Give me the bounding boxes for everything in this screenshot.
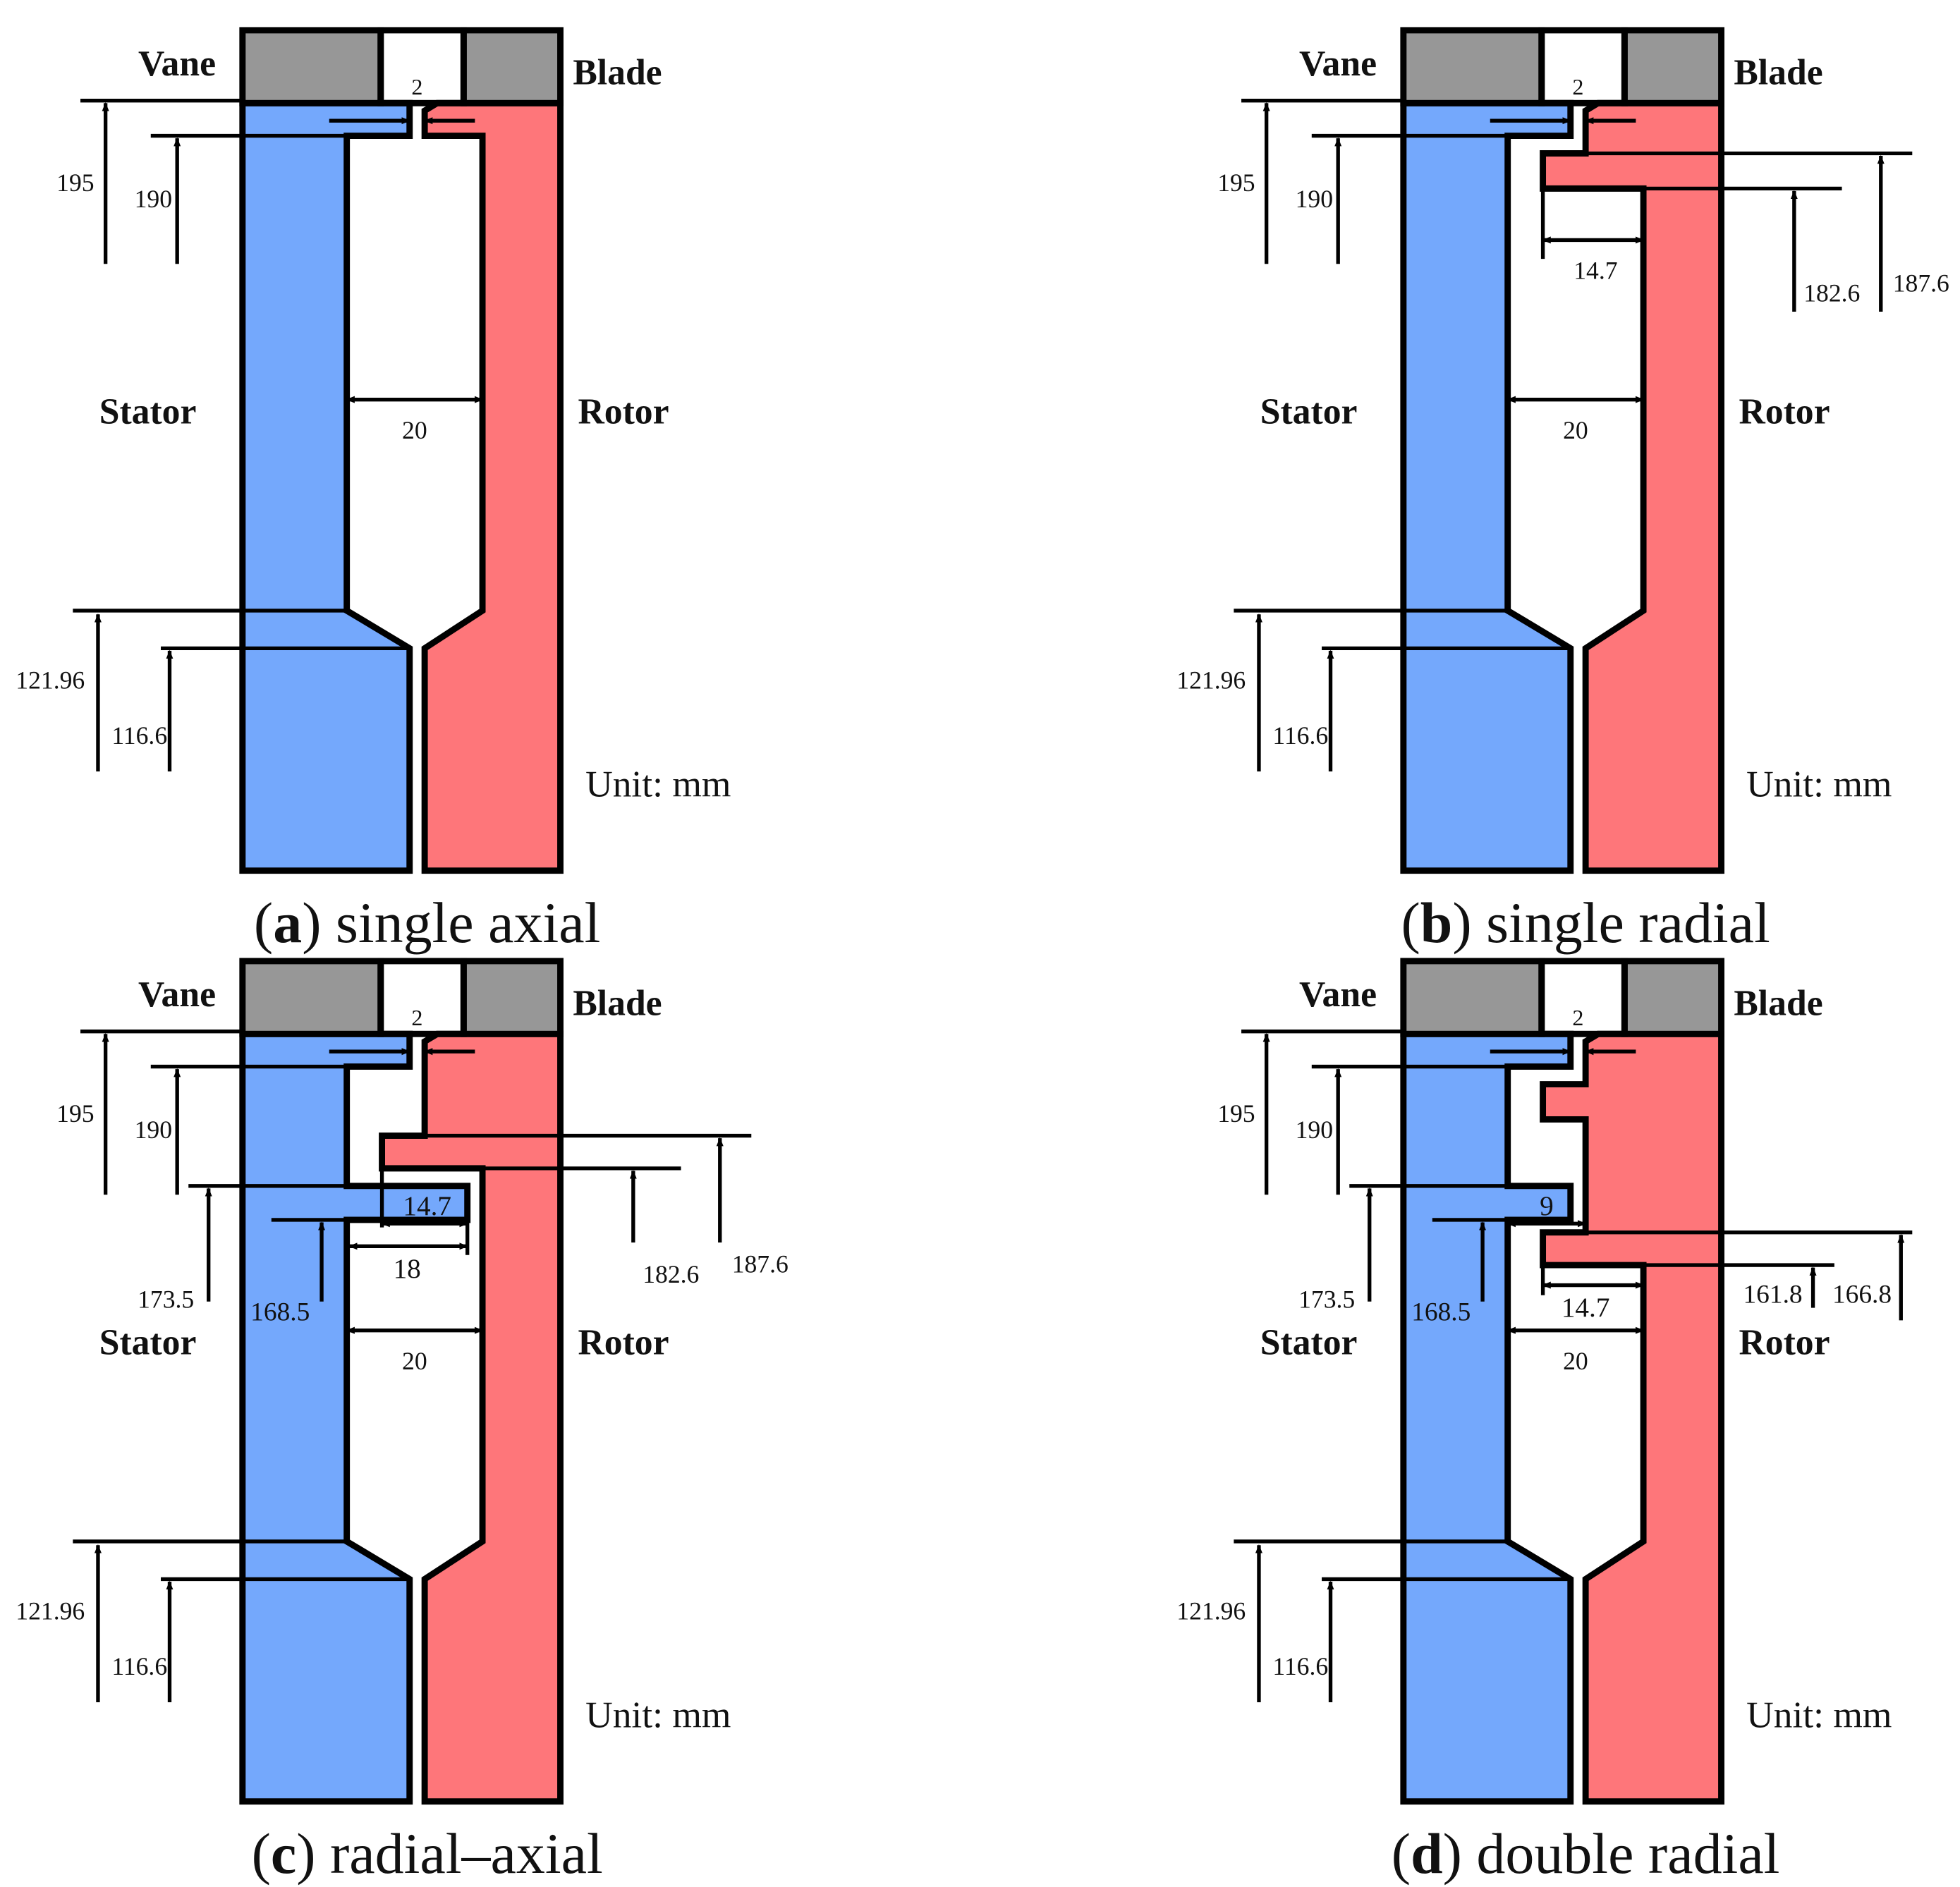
width20-label: 20: [402, 416, 427, 444]
blade-block: [1621, 27, 1724, 106]
rotor-label: Rotor: [578, 391, 669, 432]
blade-block: [460, 27, 564, 106]
stator-label: Stator: [99, 391, 197, 432]
gap-frame: [377, 958, 467, 1037]
rotor-label: Rotor: [1739, 1323, 1830, 1363]
r190-label: 190: [135, 185, 172, 213]
r173-label: 173.5: [1298, 1286, 1355, 1314]
r121-label: 121.96: [16, 666, 85, 694]
gap-frame: [1538, 958, 1628, 1037]
blade-block: [460, 958, 564, 1037]
stator-label: Stator: [99, 1323, 197, 1363]
vane-label: Vane: [1299, 975, 1377, 1015]
r116-label: 116.6: [111, 1652, 167, 1680]
tooth-len-label: 14.7: [403, 1191, 451, 1221]
r121-label: 121.96: [1176, 1596, 1246, 1625]
gap-frame: [377, 27, 467, 106]
vane-label: Vane: [1299, 44, 1377, 84]
r190-label: 190: [1296, 185, 1333, 213]
caption-c: (c) radial–axial: [252, 1821, 603, 1886]
r195-label: 195: [56, 1099, 94, 1128]
r116-label: 116.6: [1272, 721, 1328, 750]
r116-label: 116.6: [111, 721, 167, 750]
tip-gap-label: 2: [411, 74, 422, 99]
stator-body: [239, 99, 413, 874]
width20-label: 20: [1563, 416, 1588, 444]
unit-label: Unit: mm: [1746, 1694, 1892, 1736]
blade-label: Blade: [1734, 984, 1822, 1024]
upper-gap-label: 9: [1540, 1191, 1554, 1221]
stator-body: [1400, 1030, 1574, 1805]
r168-label: 168.5: [1411, 1297, 1471, 1326]
r195-label: 195: [56, 169, 94, 197]
caption-b: (b) single radial: [1401, 891, 1770, 955]
r195-label: 195: [1217, 1099, 1255, 1128]
tip-gap-label: 2: [411, 1005, 422, 1030]
width20-label: 20: [1563, 1347, 1588, 1375]
r166-label: 166.8: [1832, 1280, 1892, 1309]
tooth-len-label: 14.7: [1562, 1293, 1610, 1323]
vane-label: Vane: [138, 975, 216, 1015]
r121-label: 121.96: [16, 1596, 85, 1625]
r182-label: 182.6: [643, 1260, 699, 1288]
r182-label: 182.6: [1803, 279, 1860, 307]
tip-gap-label: 2: [1572, 1005, 1583, 1030]
caption-a: (a) single axial: [254, 891, 600, 955]
tooth-len-label: 14.7: [1574, 257, 1617, 285]
stator-tooth-label: 18: [394, 1254, 421, 1284]
vane-block: [239, 27, 384, 106]
stator-body: [1400, 99, 1574, 874]
r116-label: 116.6: [1272, 1652, 1328, 1680]
vane-block: [1400, 958, 1545, 1037]
stator-label: Stator: [1260, 1323, 1358, 1363]
r187-label: 187.6: [1893, 269, 1949, 297]
tip-gap-label: 2: [1572, 74, 1583, 99]
r195-label: 195: [1217, 169, 1255, 197]
r168-label: 168.5: [250, 1297, 310, 1326]
vane-block: [1400, 27, 1545, 106]
unit-label: Unit: mm: [585, 1694, 731, 1736]
r190-label: 190: [1296, 1116, 1333, 1144]
r190-label: 190: [135, 1116, 172, 1144]
r173-label: 173.5: [138, 1286, 194, 1314]
gap-frame: [1538, 27, 1628, 106]
r121-label: 121.96: [1176, 666, 1246, 694]
vane-label: Vane: [138, 44, 216, 84]
vane-block: [239, 958, 384, 1037]
rotor-label: Rotor: [1739, 391, 1830, 432]
rotor-label: Rotor: [578, 1323, 669, 1363]
caption-d: (d) double radial: [1392, 1821, 1780, 1886]
blade-label: Blade: [1734, 53, 1822, 93]
unit-label: Unit: mm: [1746, 763, 1892, 805]
blade-block: [1621, 958, 1724, 1037]
unit-label: Unit: mm: [585, 763, 731, 805]
blade-label: Blade: [573, 53, 662, 93]
width20-label: 20: [402, 1347, 427, 1375]
stator-label: Stator: [1260, 391, 1358, 432]
r161-label: 161.8: [1743, 1280, 1802, 1309]
rotor-body: [421, 99, 564, 874]
blade-label: Blade: [573, 984, 662, 1024]
r187-label: 187.6: [732, 1250, 789, 1278]
